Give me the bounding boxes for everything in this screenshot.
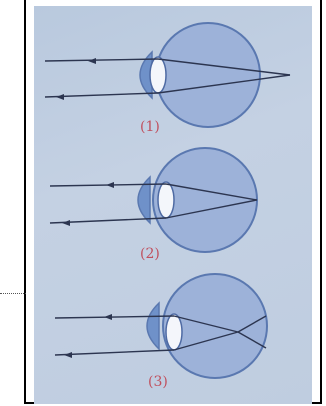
eye-diagram-3: (3) (55, 274, 267, 390)
arrow-1-top (88, 58, 96, 64)
diagram-label-3: (3) (148, 374, 168, 390)
ray-3-bottom-in (55, 350, 174, 355)
arrow-3-top (104, 314, 112, 320)
diagram-label-1: (1) (140, 119, 160, 135)
arrow-2-top (106, 182, 114, 188)
lens-3 (166, 314, 182, 350)
arrow-1-bottom (56, 94, 64, 100)
arrow-2-bottom (62, 220, 70, 226)
eye-diagram-1: (1) (45, 23, 290, 135)
cornea-3 (147, 303, 159, 349)
lens-2 (158, 182, 174, 218)
ray-1-top-in (45, 59, 158, 61)
arrow-3-bottom (64, 352, 72, 358)
diagram-label-2: (2) (140, 246, 160, 262)
eye-diagram-2: (2) (50, 148, 257, 262)
lens-1 (150, 57, 166, 93)
eyeball-1 (156, 23, 260, 127)
